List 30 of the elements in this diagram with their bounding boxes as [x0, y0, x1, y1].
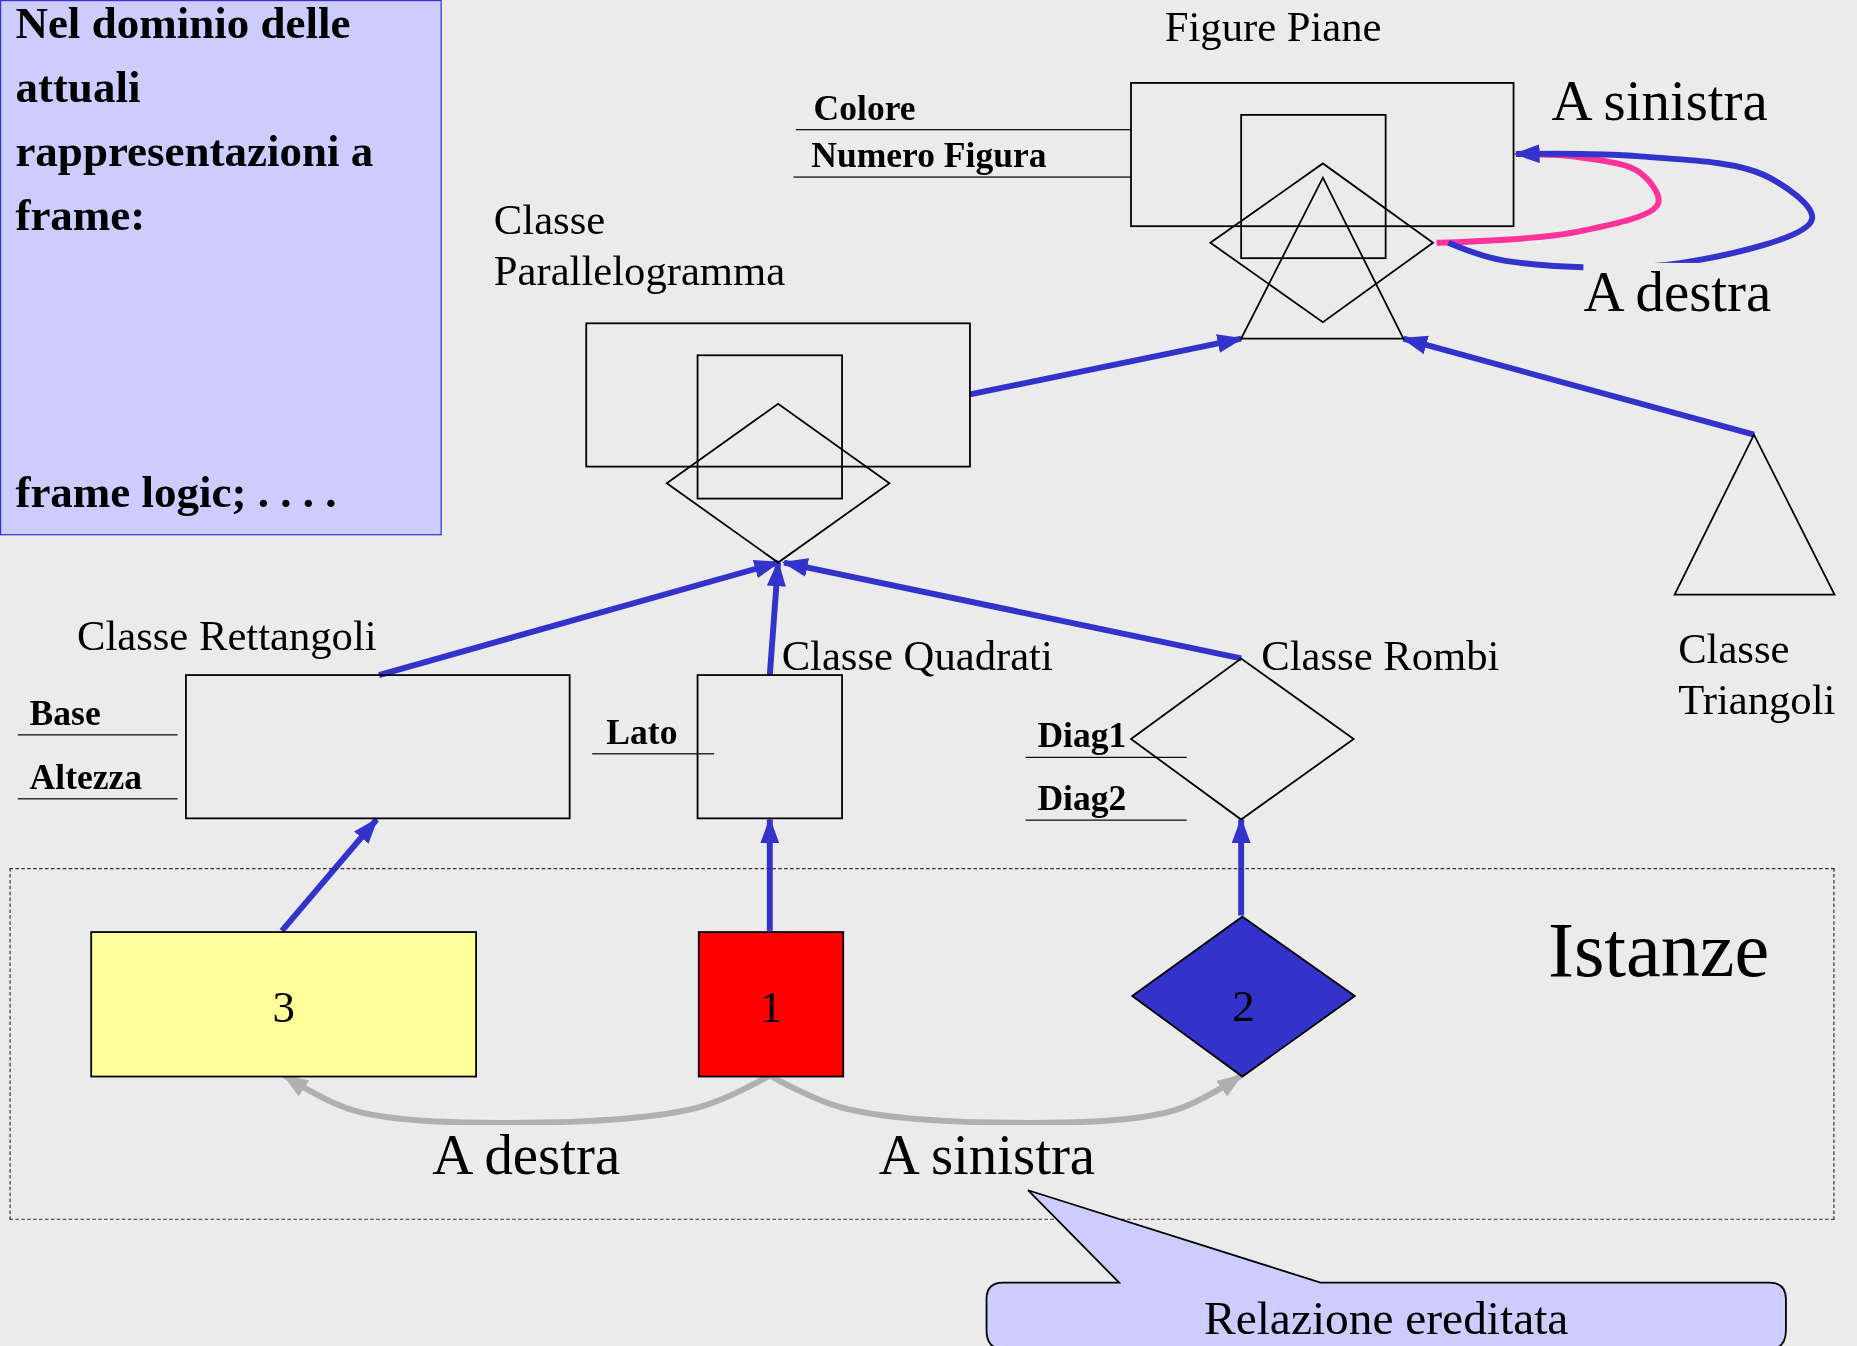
arrow: [1401, 335, 1755, 438]
node-title: Classe Rombi: [1261, 631, 1501, 682]
attribute-label: Diag1: [1025, 715, 1187, 758]
node-title: Figure Piane: [1163, 2, 1383, 53]
info-panel: [0, 0, 442, 536]
node-title: Nel dominio delle attuali rappresentazioni a frame:: [15, 0, 375, 242]
node-title: Classe Quadrati: [781, 631, 1054, 682]
attribute-label: Diag2: [1025, 778, 1187, 821]
arrow: [378, 559, 781, 678]
arrow: [768, 1072, 1244, 1126]
node-title: 3: [271, 980, 296, 1034]
arrow: [279, 817, 379, 933]
node-title: Classe Parallelogramma: [493, 195, 787, 298]
attribute-label: Base: [17, 692, 178, 735]
attribute-label: Altezza: [17, 756, 178, 799]
node-title: 1: [758, 980, 784, 1034]
node-title: Classe Rettangoli: [77, 611, 378, 662]
arrow: [760, 817, 780, 931]
node-title: Relazione ereditata: [1203, 1289, 1570, 1346]
attribute-label: Colore: [795, 87, 1131, 130]
attribute-label: Lato: [592, 711, 715, 754]
node-title: Classe Triangoli: [1678, 624, 1837, 726]
node-title: 2: [1231, 979, 1256, 1033]
node-title: Istanze: [1547, 905, 1771, 995]
node-text: frame logic; . . . .: [15, 465, 338, 519]
arrow: [969, 334, 1244, 398]
attribute-label: Numero Figura: [793, 135, 1131, 178]
arrow: [766, 560, 786, 676]
arrow: [781, 558, 1242, 662]
arrow: [1231, 817, 1251, 916]
